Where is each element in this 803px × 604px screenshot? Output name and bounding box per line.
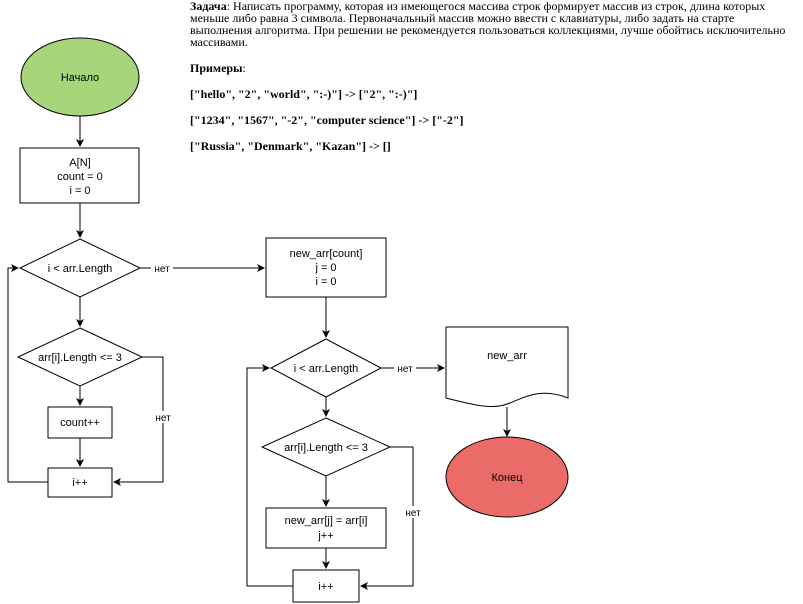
count-inc-label: count++ [60, 417, 100, 429]
edge-loop-back-1 [7, 264, 48, 483]
count-inc-process [47, 406, 113, 439]
output-document [445, 326, 569, 407]
task-title: Задача [190, 0, 227, 13]
example-2: ["1234", "1567", "-2", "computer science… [190, 113, 464, 127]
i-inc-1-label: i++ [72, 477, 87, 489]
init-line-3: i = 0 [69, 185, 90, 197]
start-label: Начало [61, 72, 99, 84]
example-1: ["hello", "2", "world", ":-)"] -> ["2", … [190, 87, 418, 101]
i-inc-2-label: i++ [318, 581, 333, 593]
no-2-bg [151, 262, 173, 274]
init-line-1: A[N] [69, 157, 90, 169]
no-2-label: нет [154, 264, 170, 275]
new-init-line-1: new_arr[count] [290, 248, 363, 260]
example-3: ["Russia", "Denmark", "Kazan"] -> [] [190, 139, 391, 153]
cond2-label: arr[i].Length <= 3 [38, 352, 122, 364]
cond4-label: arr[i].Length <= 3 [284, 442, 368, 454]
cond3-label: i < arr.Length [294, 363, 359, 375]
init-process [19, 147, 140, 204]
assign-process [265, 507, 387, 549]
init-line-2: count = 0 [57, 171, 103, 183]
i-inc-2-process [292, 569, 360, 603]
cond1-label: i < arr.Length [48, 263, 113, 275]
task-description: Задача: Написать программу, которая из и… [190, 0, 795, 152]
new-init-line-2: j = 0 [314, 262, 336, 274]
no-1-bg [152, 411, 174, 423]
examples-title: Примеры [190, 61, 243, 75]
no-3-label: нет [397, 364, 413, 375]
new-init-line-3: i = 0 [315, 276, 336, 288]
no-3-bg [394, 362, 416, 374]
new-init-process [265, 237, 387, 298]
examples-colon: : [242, 61, 246, 75]
no-4-bg [402, 506, 424, 518]
examples-heading: Примеры: [190, 62, 795, 74]
assign-line-1: new_arr[j] = arr[i] [285, 515, 368, 527]
task-text: : Написать программу, которая из имеющег… [190, 0, 786, 49]
output-label: new_arr [487, 350, 527, 362]
i-inc-1-process [47, 467, 113, 498]
end-label: Конец [491, 472, 523, 484]
no-1-label: нет [155, 413, 171, 424]
end-terminal [445, 436, 569, 518]
edge-loop-back-2 [246, 364, 293, 587]
assign-line-2: j++ [317, 530, 333, 542]
no-4-label: нет [405, 508, 421, 519]
task-paragraph: Задача: Написать программу, которая из и… [190, 0, 795, 48]
